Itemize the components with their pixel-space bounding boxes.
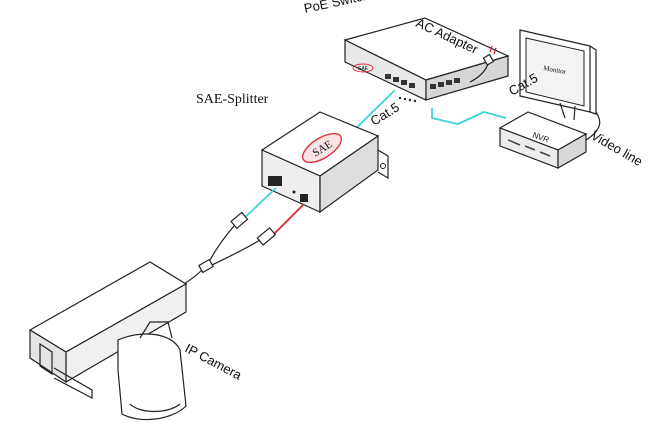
- ac-adapter-plug: [469, 45, 497, 83]
- sae-splitter-label: SAE-Splitter: [196, 92, 269, 107]
- video-line-cable: [585, 111, 601, 141]
- splitter-power-cable: [271, 203, 305, 237]
- ip-camera-label: IP Camera: [183, 340, 245, 383]
- poe-switch-label: PoE Switch: [303, 0, 371, 16]
- cat5-cable-splitter: [349, 89, 396, 135]
- monitor: [519, 29, 597, 121]
- ip-camera: [28, 261, 188, 421]
- cat5-cable-nvr: [431, 108, 507, 125]
- sae-splitter: SAE: [260, 111, 389, 214]
- splitter-rj45-port: [268, 176, 282, 186]
- monitor-label: Monitor: [543, 64, 568, 76]
- rj45-connector: [230, 211, 249, 230]
- nvr-recorder: [498, 111, 588, 170]
- camera-cable-power: [209, 239, 261, 267]
- cat5-label-splitter: Cat.5: [368, 99, 402, 128]
- switch-logo: SAE: [352, 63, 374, 73]
- sae-logo: SAE: [301, 132, 343, 164]
- switch-ports: [385, 74, 460, 103]
- poe-switch: SAE: [343, 17, 510, 103]
- camera-cable-lan: [207, 225, 235, 265]
- splitter-dc-port: [300, 194, 308, 202]
- dc-connector: [256, 226, 277, 246]
- switch-logo-text: SAE: [358, 66, 369, 72]
- splitter-lan-cable: [239, 187, 277, 223]
- video-line-label: Video line: [589, 128, 646, 169]
